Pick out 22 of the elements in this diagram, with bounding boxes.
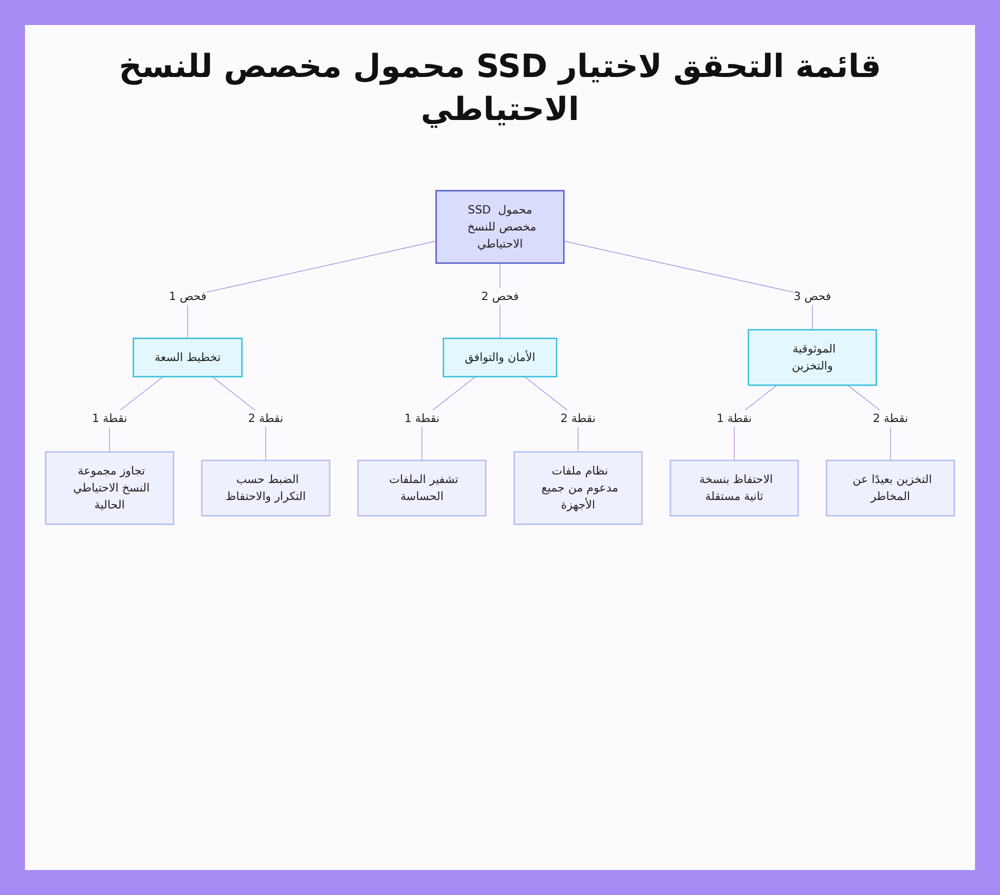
title: قائمة التحقق لاختيار SSD محمول مخصص للنسخ الاحتياطي: [118, 46, 882, 130]
connector: [187, 240, 436, 339]
edge-label: نقطة 2: [560, 411, 596, 425]
node-box: تجاوز مجموعة النسخ الاحتياطي الحالية: [44, 451, 174, 526]
node-box: تخطيط السعة: [132, 338, 243, 378]
node-box: SSD محمول مخصص للنسخ الاحتياطي: [435, 190, 565, 264]
node-box: الضبط حسب التكرار والاحتفاظ: [201, 460, 330, 516]
node-box: الاحتفاظ بنسخة ثانية مستقلة: [670, 460, 799, 516]
edge-label: فحص 3: [794, 289, 832, 303]
node-box: التخزين بعيدًا عن المخاطر: [826, 460, 956, 516]
edge-label: نقطة 1: [716, 411, 752, 425]
edge-label: نقطة 2: [872, 411, 908, 425]
node-box: تشفير الملفات الحساسة: [357, 460, 486, 516]
edge-label: فحص 2: [481, 289, 519, 303]
edge-label: فحص 1: [168, 289, 206, 303]
edge-label: نقطة 1: [92, 411, 128, 425]
edge-label: نقطة 1: [404, 411, 440, 425]
node-box: نظام ملفات مدعوم من جميع الأجهزة: [514, 451, 643, 526]
node-box: الأمان والتوافق: [442, 338, 558, 378]
connector: [564, 240, 813, 330]
edge-label: نقطة 2: [248, 411, 284, 425]
node-box: الموثوقية والتخزين: [748, 329, 877, 386]
